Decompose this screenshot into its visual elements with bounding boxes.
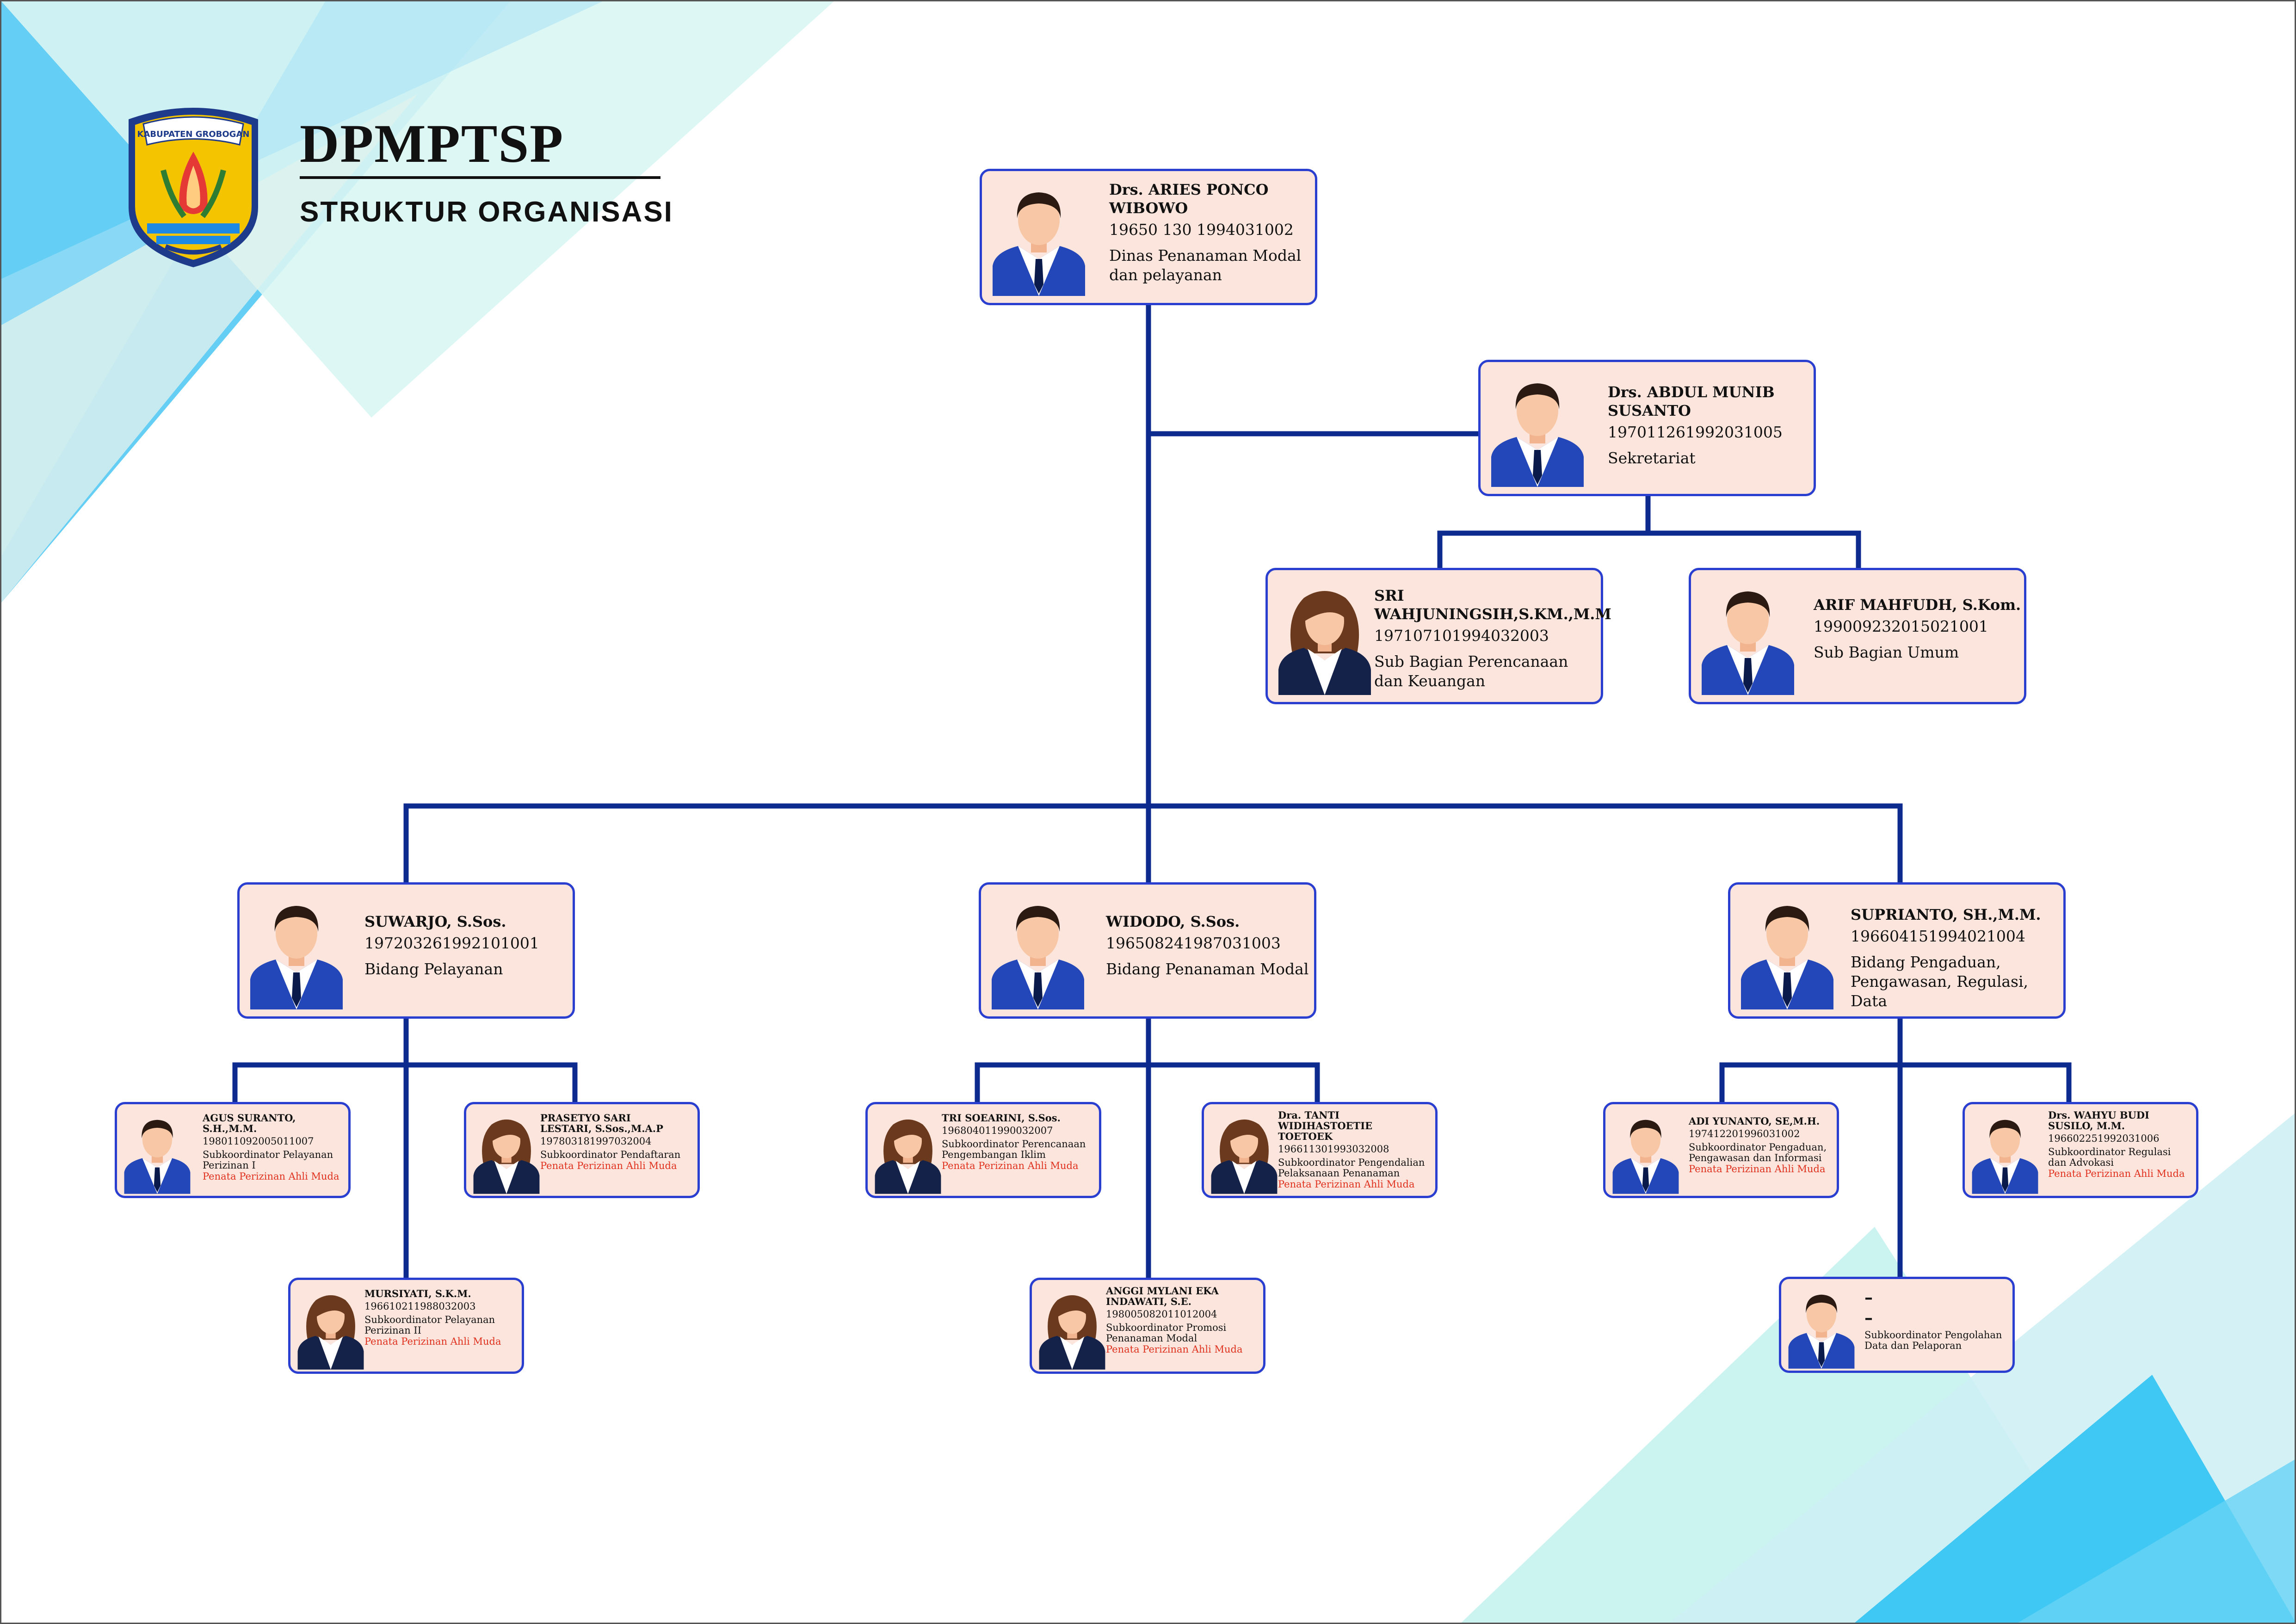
employee-functional-role: Penata Perizinan Ahli Muda xyxy=(1106,1344,1243,1355)
card-bidang-penanaman-modal: WIDODO, S.Sos. 196508241987031003 Bidang… xyxy=(979,882,1316,1019)
employee-position: Bidang Pelayanan xyxy=(364,960,503,978)
male-avatar-icon xyxy=(1491,383,1584,487)
female-avatar-icon xyxy=(1211,1120,1278,1194)
card-kepala-dinas: Drs. ARIES PONCO WIBOWO 19650 130 199403… xyxy=(980,169,1317,305)
employee-name: Drs. ARIES PONCO WIBOWO xyxy=(1109,181,1269,217)
employee-functional-role: Penata Perizinan Ahli Muda xyxy=(364,1336,501,1347)
employee-nip: 198011092005011007 xyxy=(203,1136,314,1147)
employee-functional-role: Penata Perizinan Ahli Muda xyxy=(1278,1179,1415,1190)
employee-nip: 197203261992101001 xyxy=(364,934,539,952)
employee-nip: 196602251992031006 xyxy=(2048,1133,2160,1144)
male-avatar-icon xyxy=(124,1120,191,1194)
male-avatar-icon xyxy=(1702,591,1794,695)
employee-position: Sub Bagian Perencanaan dan Keuangan xyxy=(1374,652,1568,690)
employee-position: Subkoordinator Regulasi dan Advokasi xyxy=(2048,1146,2171,1168)
employee-functional-role: Penata Perizinan Ahli Muda xyxy=(942,1160,1079,1171)
female-avatar-icon xyxy=(473,1120,540,1194)
male-avatar-icon xyxy=(1612,1120,1679,1194)
title-divider xyxy=(300,176,660,179)
employee-position: Subkoordinator Pendaftaran xyxy=(540,1149,681,1160)
employee-position: Subkoordinator Pelayanan Perizinan I xyxy=(203,1149,333,1171)
card-sekretariat: Drs. ABDUL MUNIB SUSANTO 197011261992031… xyxy=(1478,360,1816,496)
employee-name: PRASETYO SARI LESTARI, S.Sos.,M.A.P xyxy=(540,1112,663,1134)
employee-name: Drs. WAHYU BUDI SUSILO, M.M. xyxy=(2048,1109,2149,1132)
employee-position: Sekretariat xyxy=(1608,449,1696,467)
male-avatar-icon xyxy=(992,906,1084,1009)
employee-nip: 197803181997032004 xyxy=(540,1136,652,1147)
female-avatar-icon xyxy=(875,1120,941,1194)
employee-functional-role: Penata Perizinan Ahli Muda xyxy=(2048,1168,2185,1179)
card-sub-umum: ARIF MAHFUDH, S.Kom. 199009232015021001 … xyxy=(1689,568,2026,704)
employee-nip: 196508241987031003 xyxy=(1106,934,1281,952)
card-mursiyati: MURSIYATI, S.K.M. 196610211988032003 Sub… xyxy=(288,1278,524,1374)
logo-lettering: KABUPATEN GROBOGAN xyxy=(137,129,250,139)
employee-name: MURSIYATI, S.K.M. xyxy=(364,1288,471,1299)
card-adi: ADI YUNANTO, SE,M.H. 197412201996031002 … xyxy=(1603,1102,1839,1198)
card-bidang-pelayanan: SUWARJO, S.Sos. 197203261992101001 Bidan… xyxy=(237,882,575,1019)
card-tanti: Dra. TANTI WIDIHASTOETIE TOETOEK 1966113… xyxy=(1202,1102,1438,1198)
regency-logo-icon: KABUPATEN GROBOGAN xyxy=(129,108,258,267)
employee-nip: 196604151994021004 xyxy=(1851,927,2025,945)
employee-position: Subkoordinator Perencanaan Pengembangan … xyxy=(942,1138,1086,1160)
employee-name: Dra. TANTI WIDIHASTOETIE TOETOEK xyxy=(1278,1109,1373,1142)
employee-functional-role: Penata Perizinan Ahli Muda xyxy=(540,1160,677,1171)
card-wahyu: Drs. WAHYU BUDI SUSILO, M.M. 19660225199… xyxy=(1963,1102,2198,1198)
employee-nip: 196804011990032007 xyxy=(942,1125,1053,1136)
employee-name: – – xyxy=(1864,1288,1873,1328)
employee-nip: 198005082011012004 xyxy=(1106,1309,1217,1320)
employee-name: SRI WAHJUNINGSIH,S.KM.,M.M xyxy=(1374,587,1611,623)
card-sub-perencanaan: SRI WAHJUNINGSIH,S.KM.,M.M 1971071019940… xyxy=(1265,568,1611,704)
employee-position: Subkoordinator Pengendalian Pelaksanaan … xyxy=(1278,1157,1425,1179)
employee-name: ANGGI MYLANI EKA INDAWATI, S.E. xyxy=(1106,1285,1219,1307)
card-tri: TRI SOEARINI, S.Sos. 196804011990032007 … xyxy=(865,1102,1101,1198)
card-vacant-pengolahan-data: – – Subkoordinator Pengolahan Data dan P… xyxy=(1779,1277,2015,1373)
male-avatar-icon xyxy=(1741,906,1833,1009)
employee-name: AGUS SURANTO, S.H.,M.M. xyxy=(203,1112,296,1134)
employee-nip: 197011261992031005 xyxy=(1608,423,1783,441)
male-avatar-icon xyxy=(1788,1294,1855,1369)
employee-nip: 199009232015021001 xyxy=(1814,617,1988,635)
male-avatar-icon xyxy=(250,906,343,1009)
employee-position: Subkoordinator Pengolahan Data dan Pelap… xyxy=(1864,1329,2002,1351)
employee-position: Sub Bagian Umum xyxy=(1814,643,1959,661)
female-avatar-icon xyxy=(297,1295,364,1370)
employee-name: WIDODO, S.Sos. xyxy=(1106,913,1240,930)
employee-nip: 197107101994032003 xyxy=(1374,627,1549,645)
employee-position: Bidang Pengaduan, Pengawasan, Regulasi, … xyxy=(1851,953,2029,1010)
employee-functional-role: Penata Perizinan Ahli Muda xyxy=(1689,1163,1826,1175)
female-avatar-icon xyxy=(1039,1295,1105,1370)
female-avatar-icon xyxy=(1278,591,1371,695)
employee-nip: 197412201996031002 xyxy=(1689,1128,1800,1139)
employee-name: ADI YUNANTO, SE,M.H. xyxy=(1689,1115,1820,1127)
card-anggi: ANGGI MYLANI EKA INDAWATI, S.E. 19800508… xyxy=(1030,1278,1265,1374)
employee-nip: 196611301993032008 xyxy=(1278,1144,1389,1155)
employee-position: Subkoordinator Pengaduan, Pengawasan dan… xyxy=(1689,1142,1827,1163)
page-title: DPMPTSP xyxy=(300,113,564,174)
male-avatar-icon xyxy=(1972,1120,2038,1194)
page-subtitle: STRUKTUR ORGANISASI xyxy=(300,196,673,228)
employee-name: Drs. ABDUL MUNIB SUSANTO xyxy=(1608,383,1775,419)
employee-name: SUWARJO, S.Sos. xyxy=(364,913,506,930)
employee-name: SUPRIANTO, SH.,M.M. xyxy=(1851,906,2041,923)
employee-position: Subkoordinator Pelayanan Perizinan II xyxy=(364,1314,495,1336)
employee-name: ARIF MAHFUDH, S.Kom. xyxy=(1814,596,2021,614)
employee-nip: 196610211988032003 xyxy=(364,1301,476,1312)
male-avatar-icon xyxy=(993,192,1085,296)
employee-position: Subkoordinator Promosi Penanaman Modal xyxy=(1106,1322,1227,1344)
card-agus: AGUS SURANTO, S.H.,M.M. 1980110920050110… xyxy=(115,1102,351,1198)
card-bidang-pengaduan: SUPRIANTO, SH.,M.M. 196604151994021004 B… xyxy=(1728,882,2066,1019)
employee-position: Bidang Penanaman Modal xyxy=(1106,960,1309,978)
employee-position: Dinas Penanaman Modal dan pelayanan xyxy=(1109,246,1302,284)
employee-functional-role: Penata Perizinan Ahli Muda xyxy=(203,1171,339,1182)
employee-name: TRI SOEARINI, S.Sos. xyxy=(942,1112,1061,1124)
employee-nip: 19650 130 1994031002 xyxy=(1109,221,1294,239)
card-prasetyo: PRASETYO SARI LESTARI, S.Sos.,M.A.P 1978… xyxy=(464,1102,700,1198)
